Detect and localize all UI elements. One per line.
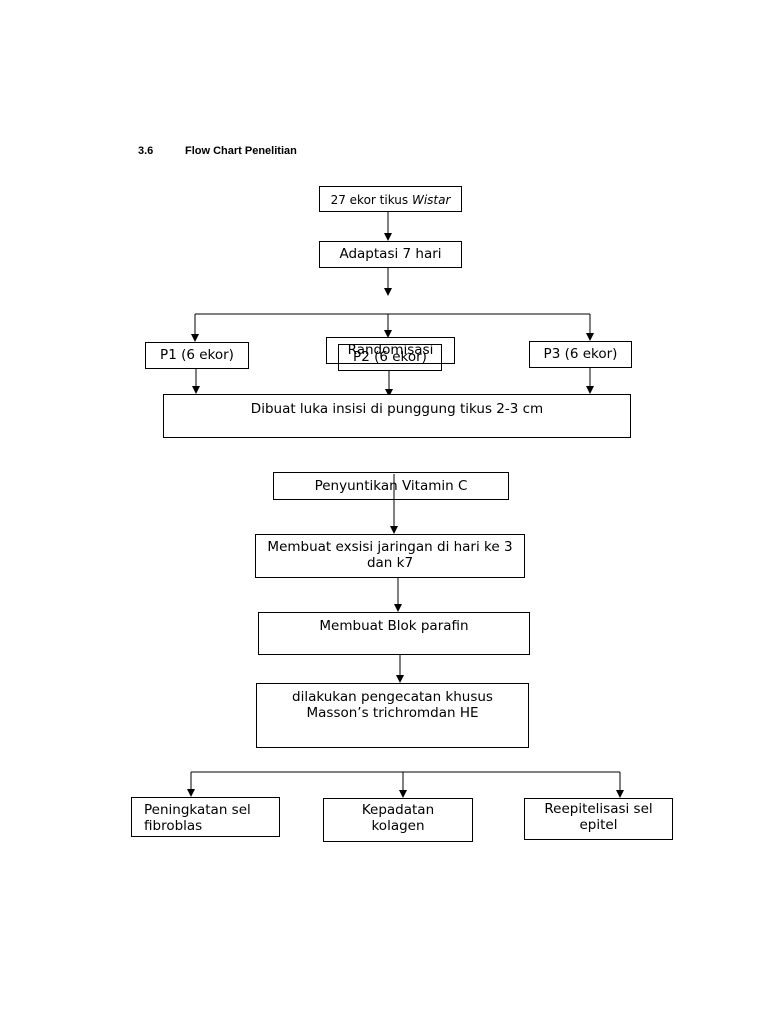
box-incision: Dibuat luka insisi di punggung tikus 2-3… [163,394,631,438]
box-outcome-kolagen: Kepadatan kolagen [323,798,473,842]
subjects-strain: Wistar [411,193,451,207]
box-injection: Penyuntikan Vitamin C [273,472,509,500]
box-paraffin: Membuat Blok parafin [258,612,530,655]
box-randomization: Randomisasi [326,337,455,364]
subjects-text: 27 ekor tikus [330,193,412,207]
box-group-p1: P1 (6 ekor) [145,342,249,369]
box-excision: Membuat exsisi jaringan di hari ke 3 dan… [255,534,525,578]
box-group-p2: P2 (6 ekor) [338,344,442,371]
box-adaptation: Adaptasi 7 hari [319,241,462,268]
box-outcome-fibroblas: Peningkatan sel fibroblas [131,797,280,837]
box-group-p3: P3 (6 ekor) [529,341,632,368]
box-staining: dilakukan pengecatan khusus Masson’s tri… [256,683,529,748]
section-title: Flow Chart Penelitian [185,145,297,157]
section-number: 3.6 [138,145,154,157]
box-subjects: 27 ekor tikus Wistar [319,186,462,212]
box-outcome-reepitelisasi: Reepitelisasi sel epitel [524,798,673,840]
